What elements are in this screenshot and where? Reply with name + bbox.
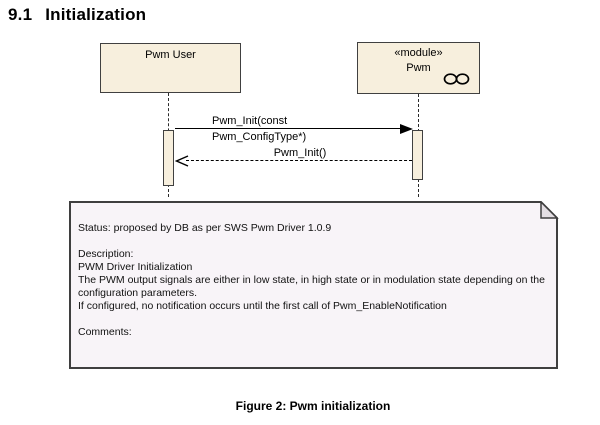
- section-title: Initialization: [45, 5, 147, 24]
- participant-name: Pwm User: [145, 49, 196, 61]
- note-line-description-3: configuration parameters.: [78, 287, 198, 299]
- participant-pwm-user: Pwm User: [100, 43, 241, 93]
- note-line-description-2: The PWM output signals are either in low…: [78, 274, 545, 286]
- call-arrowhead-icon: [400, 124, 413, 134]
- note-line-status: Status: proposed by DB as per SWS Pwm Dr…: [78, 222, 332, 234]
- note-text: Status: proposed by DB as per SWS Pwm Dr…: [78, 222, 545, 339]
- return-message-line: [186, 160, 412, 161]
- return-arrowhead-icon: [175, 155, 189, 167]
- note-line-blank: [78, 235, 545, 248]
- uml-note: Status: proposed by DB as per SWS Pwm Dr…: [69, 201, 559, 370]
- note-line-blank: [78, 313, 545, 326]
- note-line-comments-label: Comments:: [78, 326, 132, 338]
- call-message-label-line2: Pwm_ConfigType*): [212, 131, 307, 143]
- call-message-label-line1: Pwm_Init(const: [212, 115, 288, 127]
- note-line-description-1: PWM Driver Initialization: [78, 261, 193, 273]
- figure-caption: Figure 2: Pwm initialization: [235, 399, 391, 413]
- activation-pwm: [412, 130, 423, 180]
- call-message-line: [175, 128, 403, 129]
- note-shape: [69, 201, 559, 369]
- activation-pwm-user: [163, 130, 174, 186]
- participant-stereotype: «module»: [394, 47, 443, 59]
- participant-pwm: «module» Pwm: [357, 42, 480, 94]
- participant-name: Pwm: [406, 62, 431, 74]
- return-message-label: Pwm_Init(): [273, 147, 327, 159]
- section-heading: 9.1 Initialization: [8, 5, 146, 25]
- note-line-description-label: Description:: [78, 248, 134, 260]
- note-line-description-4: If configured, no notification occurs un…: [78, 300, 447, 312]
- module-icon: [443, 73, 470, 85]
- section-number: 9.1: [8, 5, 33, 24]
